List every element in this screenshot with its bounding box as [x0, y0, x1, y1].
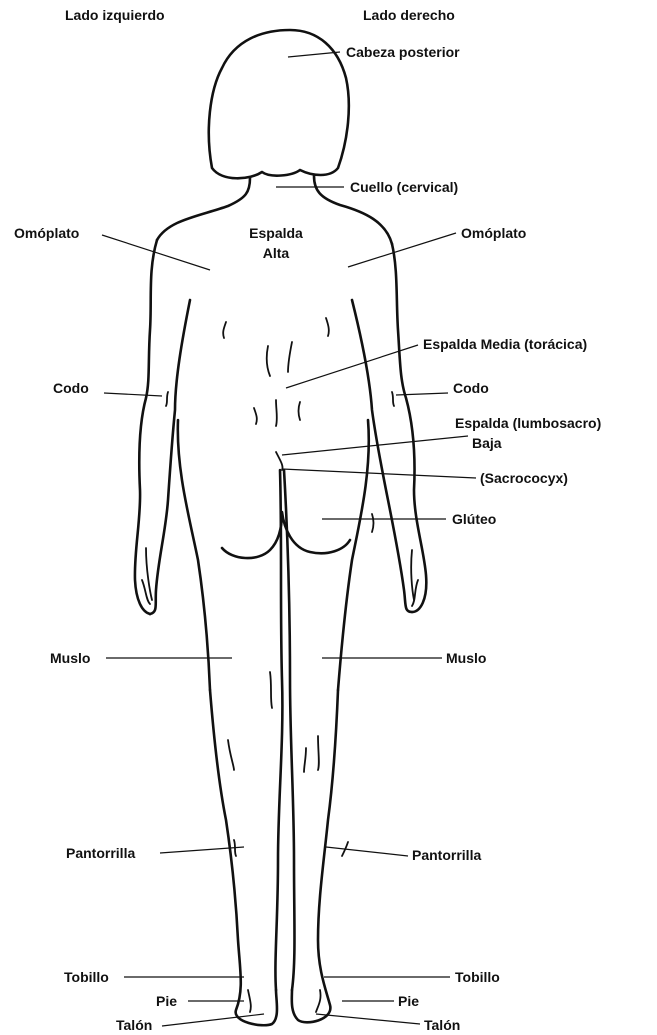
label-mid-back: Espalda Media (torácica): [423, 336, 587, 352]
label-sacrococcyx: (Sacrococyx): [480, 470, 568, 486]
label-calf-left: Pantorrilla: [66, 845, 135, 861]
label-heel-right: Talón: [424, 1017, 460, 1033]
header-right-side: Lado derecho: [363, 7, 455, 23]
detail-marks: [142, 318, 418, 1012]
label-foot-left: Pie: [156, 993, 177, 1009]
label-elbow-right: Codo: [453, 380, 489, 396]
line-elbow-left: [104, 393, 162, 396]
label-elbow-left: Codo: [53, 380, 89, 396]
right-arm-outer: [392, 244, 426, 612]
label-shoulder-blade-right: Omóplato: [461, 225, 526, 241]
label-upper-back-2: Alta: [263, 245, 290, 261]
label-upper-back-1: Espalda: [249, 225, 303, 241]
label-foot-right: Pie: [398, 993, 419, 1009]
head-outline: [209, 30, 349, 178]
neck-left: [157, 178, 250, 240]
right-leg-inner: [284, 470, 295, 990]
label-low-back-2: Baja: [472, 435, 502, 451]
line-shoulder-right: [348, 233, 456, 267]
line-heel-right: [316, 1014, 420, 1024]
label-thigh-right: Muslo: [446, 650, 486, 666]
left-leg-inner: [275, 470, 282, 990]
label-shoulder-blade-left: Omóplato: [14, 225, 79, 241]
label-calf-right: Pantorrilla: [412, 847, 481, 863]
label-head-back: Cabeza posterior: [346, 44, 460, 60]
torso-right-side: [338, 420, 369, 690]
line-head: [288, 52, 340, 57]
label-buttock: Glúteo: [452, 511, 496, 527]
label-neck: Cuello (cervical): [350, 179, 458, 195]
label-ankle-left: Tobillo: [64, 969, 109, 985]
line-calf-right: [326, 847, 408, 856]
left-leg: [210, 690, 277, 1025]
line-mid-back: [286, 345, 418, 388]
label-low-back-1: Espalda (lumbosacro): [455, 415, 601, 431]
torso-left-side: [178, 420, 210, 690]
right-leg: [292, 690, 338, 1022]
right-torso: [352, 300, 412, 612]
left-torso: [150, 300, 190, 614]
label-thigh-left: Muslo: [50, 650, 90, 666]
label-heel-left: Talón: [116, 1017, 152, 1033]
labels: Lado izquierdo Lado derecho Cabeza poste…: [14, 7, 601, 1033]
line-low-back: [282, 436, 468, 455]
line-sacrococcyx: [282, 469, 476, 478]
label-ankle-right: Tobillo: [455, 969, 500, 985]
header-left-side: Lado izquierdo: [65, 7, 165, 23]
